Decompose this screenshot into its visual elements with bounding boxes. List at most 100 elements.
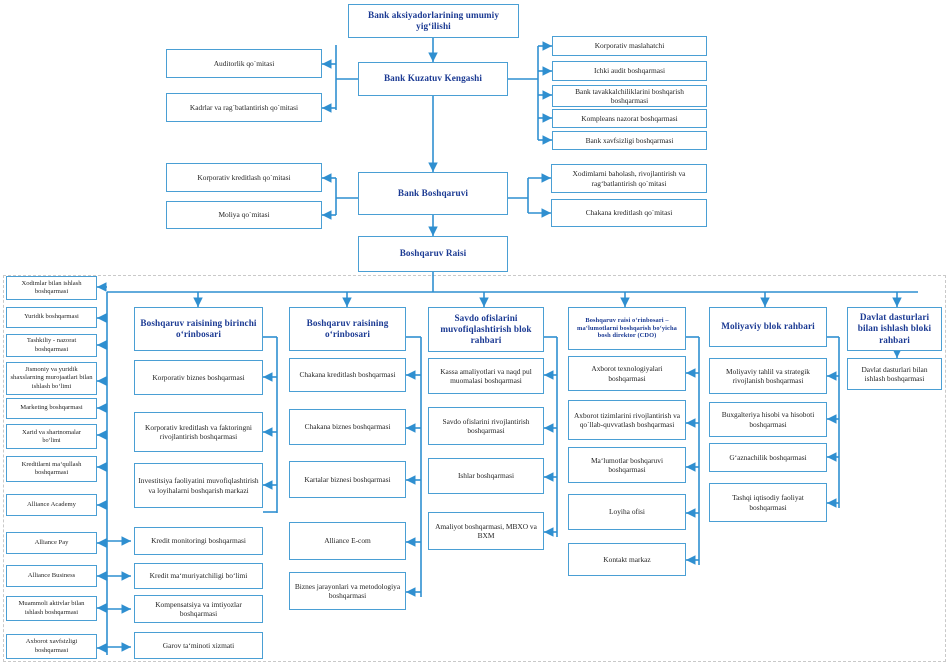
node-label: Kredit ma‘muriyatchiligi bo‘limi [149, 571, 248, 581]
node-label: Kassa amaliyotlari va naqd pul muomalasi… [440, 366, 532, 385]
node-label: Bank aksiyadorlarining umumiy yig‘ilishi [367, 9, 500, 31]
node-first-deputy-chairman[interactable]: Boshqaruv raisining birinchi o‘rinbosari [134, 307, 263, 351]
node-corporate-advisor[interactable]: Korporativ maslahatchi [552, 36, 707, 56]
node-operations-mbxo-bxm[interactable]: Amaliyot boshqarmasi, MBXO va BXM [428, 512, 544, 550]
node-management-board[interactable]: Bank Boshqaruvi [358, 172, 508, 215]
node-data-governance[interactable]: Ma‘lumotlar boshqaruvi boshqarmasi [568, 447, 686, 483]
node-affairs-department[interactable]: Ishlar boshqarmasi [428, 458, 544, 494]
node-citizen-appeals[interactable]: Jismoniy va yuridik shaxslarning murojaa… [6, 362, 97, 395]
node-sales-offices-block-head[interactable]: Savdo ofislarini muvofiqlashtirish blok … [428, 307, 544, 352]
node-label: Marketing boshqarmasi [20, 404, 83, 412]
node-project-office[interactable]: Loyiha ofisi [568, 494, 686, 530]
node-label: Ma‘lumotlar boshqaruvi boshqarmasi [590, 455, 664, 474]
node-retail-business-dept[interactable]: Chakana biznes boshqarmasi [289, 409, 406, 445]
node-label: Loyiha ofisi [609, 507, 645, 517]
node-audit-committee[interactable]: Auditorlik qo`mitasi [166, 49, 322, 78]
node-label: Alliance Academy [27, 500, 76, 508]
node-label: Xodimlar bilan ishlash boshqarmasi [21, 279, 82, 295]
node-contact-center[interactable]: Kontakt markaz [568, 543, 686, 576]
node-bank-security[interactable]: Bank xavfsizligi boshqarmasi [552, 131, 707, 150]
node-label: Boshqaruv raisining o‘rinbosari [306, 317, 389, 339]
node-compensation-benefits[interactable]: Kompensatsiya va imtiyozlar boshqarmasi [134, 595, 263, 623]
node-cdo[interactable]: Boshqaruv raisi o‘rinbosari – ma‘lumotla… [568, 307, 686, 350]
node-label: Boshqaruv Raisi [399, 248, 467, 259]
node-label: Kompleans nazorat boshqarmasi [581, 113, 678, 123]
node-corporate-lending-factoring[interactable]: Korporativ kreditlash va faktoringni riv… [134, 412, 263, 452]
node-credit-administration[interactable]: Kredit ma‘muriyatchiligi bo‘limi [134, 563, 263, 589]
node-credit-monitoring[interactable]: Kredit monitoringi boshqarmasi [134, 527, 263, 555]
node-label: Alliance Pay [34, 538, 69, 546]
node-label: Moliyaviy blok rahbari [721, 321, 815, 332]
node-staff-assessment-committee[interactable]: Xodimlarni baholash, rivojlantirish va r… [551, 164, 707, 193]
node-alliance-ecom[interactable]: Alliance E-com [289, 522, 406, 560]
node-label: Bank xavfsizligi boshqarmasi [585, 135, 674, 145]
node-hr-department[interactable]: Xodimlar bilan ishlash boshqarmasi [6, 276, 97, 300]
node-label: Biznes jarayonlari va metodologiya boshq… [294, 581, 401, 600]
node-label: Buxgalteriya hisobi va hisoboti boshqarm… [721, 410, 815, 429]
node-legal-department[interactable]: Yuridik boshqarmasi [6, 307, 97, 328]
node-internal-audit[interactable]: Ichki audit boshqarmasi [552, 61, 707, 81]
node-business-process-methodology[interactable]: Biznes jarayonlari va metodologiya boshq… [289, 572, 406, 610]
node-is-development-support[interactable]: Axborot tizimlarini rivojlantirish va qo… [568, 400, 686, 440]
node-label: Jismoniy va yuridik shaxslarning murojaa… [10, 366, 93, 390]
node-label: Kontakt markaz [603, 554, 651, 564]
node-cash-operations[interactable]: Kassa amaliyotlari va naqd pul muomalasi… [428, 358, 544, 394]
node-alliance-academy[interactable]: Alliance Academy [6, 494, 97, 516]
node-finance-committee[interactable]: Moliya qo`mitasi [166, 201, 322, 229]
node-label: Boshqaruv raisining birinchi o‘rinbosari [140, 317, 257, 339]
node-hr-incentive-committee[interactable]: Kadrlar va rag`batlantirish qo`mitasi [166, 93, 322, 122]
node-label: Tashkiliy - nazorat boshqarmasi [26, 337, 77, 353]
node-label: Chakana biznes boshqarmasi [304, 422, 391, 432]
node-retail-lending-dept[interactable]: Chakana kreditlash boshqarmasi [289, 358, 406, 392]
node-foreign-economic-activity[interactable]: Tashqi iqtisodiy faoliyat boshqarmasi [709, 483, 827, 522]
node-label: Bank Boshqaruvi [397, 187, 469, 198]
node-state-programs-block-head[interactable]: Davlat dasturlari bilan ishlash bloki ra… [847, 307, 942, 351]
node-card-business-dept[interactable]: Kartalar biznesi boshqarmasi [289, 461, 406, 498]
node-label: Korporativ kreditlash qo`mitasi [197, 172, 291, 182]
node-collateral-service[interactable]: Garov ta‘minoti xizmati [134, 632, 263, 659]
node-label: Ishlar boshqarmasi [457, 471, 515, 481]
lower-section-boundary [3, 275, 946, 662]
node-supervisory-board[interactable]: Bank Kuzatuv Kengashi [358, 62, 508, 96]
node-marketing-department[interactable]: Marketing boshqarmasi [6, 398, 97, 419]
node-shareholders-meeting[interactable]: Bank aksiyadorlarining umumiy yig‘ilishi [348, 4, 519, 38]
node-sublabel: bo‘limi [42, 436, 61, 444]
node-label: Amaliyot boshqarmasi, MBXO va BXM [435, 521, 537, 540]
node-label: G‘aznachilik boshqarmasi [729, 452, 807, 462]
node-corporate-lending-committee[interactable]: Korporativ kreditlash qo`mitasi [166, 163, 322, 192]
node-credit-approval[interactable]: Kreditlarni ma‘qullash boshqarmasi [6, 456, 97, 482]
node-problem-assets[interactable]: Muammoli aktivlar bilan ishlash boshqarm… [6, 596, 97, 621]
node-corporate-business[interactable]: Korporativ biznes boshqarmasi [134, 360, 263, 395]
node-compliance-control[interactable]: Kompleans nazorat boshqarmasi [552, 109, 707, 128]
node-risk-management[interactable]: Bank tavakkalchiliklarini boshqarish bos… [552, 85, 707, 107]
node-information-security[interactable]: Axborot xavfsizligi boshqarmasi [6, 634, 97, 659]
node-label: Xarid va shartnomalar [22, 428, 81, 436]
node-label: Auditorlik qo`mitasi [213, 58, 275, 68]
node-label: Kompensatsiya va imtiyozlar boshqarmasi [155, 599, 242, 618]
node-treasury-department[interactable]: G‘aznachilik boshqarmasi [709, 443, 827, 472]
node-label: Alliance E-com [324, 536, 371, 546]
node-procurement-contracts[interactable]: Xarid va shartnomalar bo‘limi [6, 424, 97, 449]
node-label: Axborot tizimlarini rivojlantirish va qo… [573, 410, 681, 429]
node-alliance-business[interactable]: Alliance Business [6, 565, 97, 587]
node-sales-office-development[interactable]: Savdo ofislarini rivojlantirish boshqarm… [428, 407, 544, 445]
node-organizational-control[interactable]: Tashkiliy - nazorat boshqarmasi [6, 334, 97, 357]
node-retail-lending-committee[interactable]: Chakana kreditlash qo`mitasi [551, 199, 707, 227]
node-label: Moliya qo`mitasi [218, 210, 270, 220]
node-state-programs-department[interactable]: Davlat dasturlari bilan ishlash boshqarm… [847, 358, 942, 390]
node-chairman[interactable]: Boshqaruv Raisi [358, 236, 508, 272]
node-accounting-reporting[interactable]: Buxgalteriya hisobi va hisoboti boshqarm… [709, 402, 827, 437]
node-label: Davlat dasturlari bilan ishlash bloki ra… [857, 312, 932, 345]
node-financial-analysis-strategy[interactable]: Moliyaviy tahlil va strategik rivojlanis… [709, 358, 827, 394]
node-label: Tashqi iqtisodiy faoliyat boshqarmasi [732, 493, 804, 512]
node-it-department[interactable]: Axborot texnologiyalari boshqarmasi [568, 356, 686, 391]
node-investment-project-center[interactable]: Investitsiya faoliyatini muvofiqlashtiri… [134, 463, 263, 508]
node-alliance-pay[interactable]: Alliance Pay [6, 532, 97, 554]
node-financial-block-head[interactable]: Moliyaviy blok rahbari [709, 307, 827, 347]
node-label: Muammoli aktivlar bilan ishlash boshqarm… [18, 600, 85, 616]
node-label: Axborot texnologiyalari boshqarmasi [591, 364, 663, 383]
node-label: Chakana kreditlash qo`mitasi [585, 208, 673, 218]
node-deputy-chairman[interactable]: Boshqaruv raisining o‘rinbosari [289, 307, 406, 351]
node-label: Savdo ofislarini rivojlantirish boshqarm… [442, 416, 530, 435]
